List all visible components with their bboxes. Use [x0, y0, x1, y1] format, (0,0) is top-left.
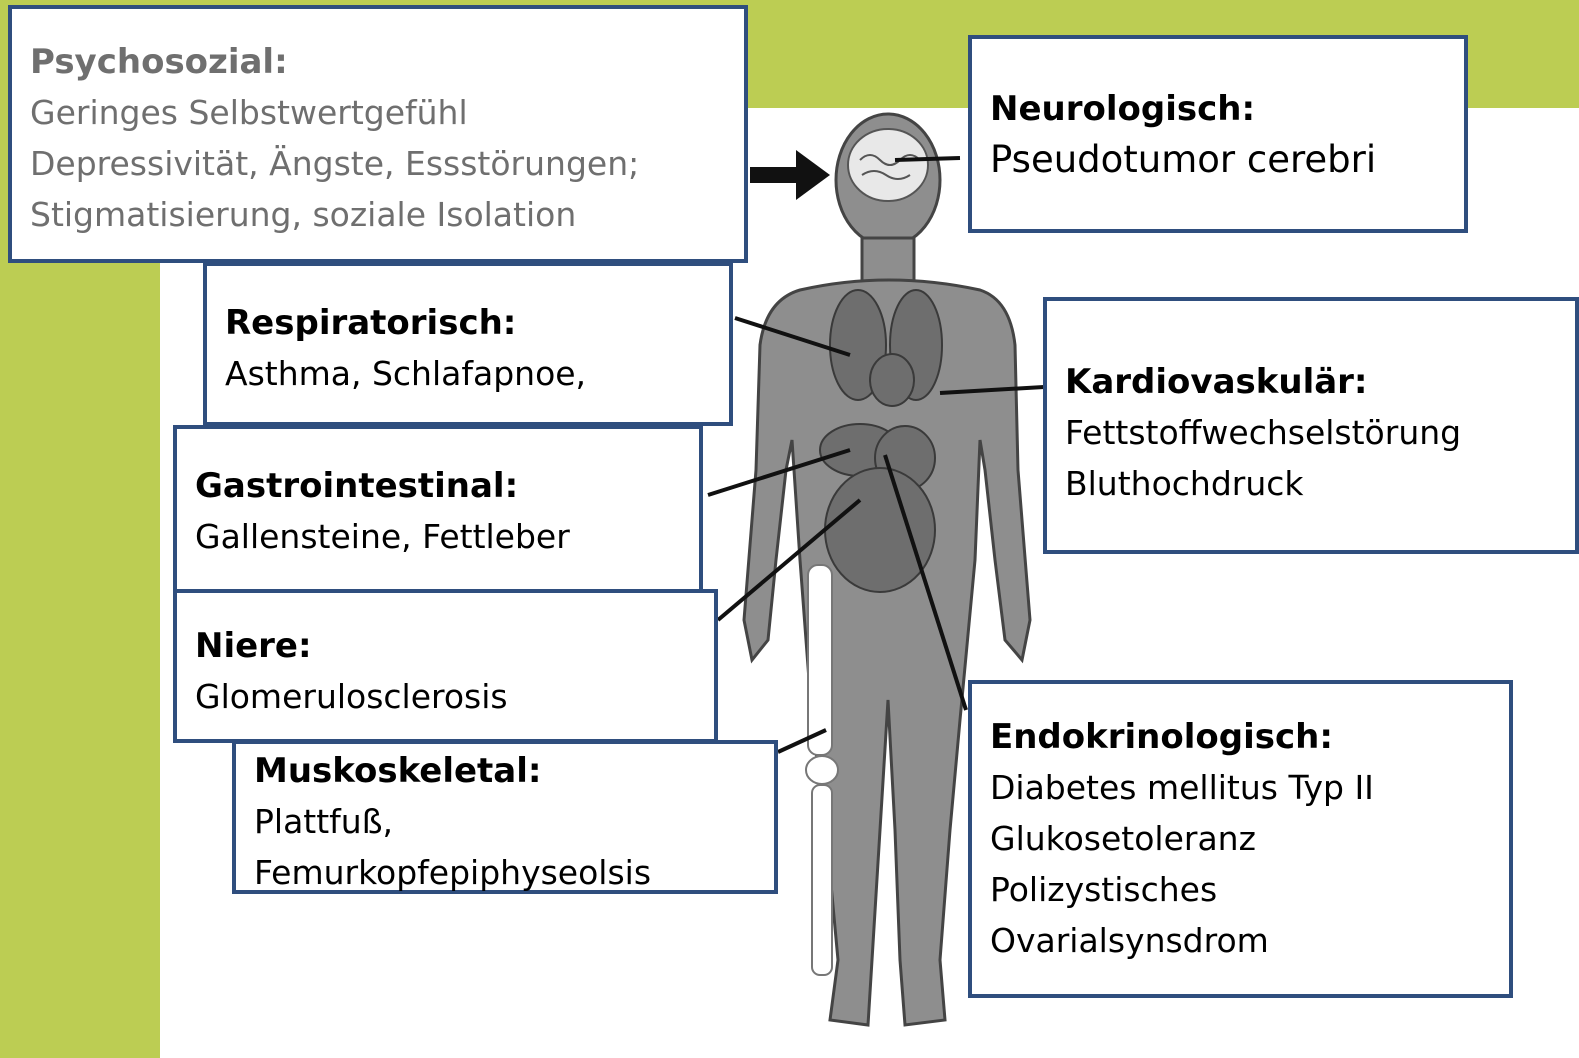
box-title: Respiratorisch:	[225, 298, 711, 348]
box-line: Glomerulosclerosis	[195, 671, 696, 722]
box-line: Femurkopfepiphyseolsis	[254, 847, 756, 898]
box-respiratorisch: Respiratorisch: Asthma, Schlafapnoe,	[203, 262, 733, 426]
box-title: Niere:	[195, 621, 696, 671]
box-line: Bluthochdruck	[1065, 458, 1557, 509]
box-line: Asthma, Schlafapnoe,	[225, 348, 711, 399]
intestines	[825, 468, 935, 592]
box-title: Neurologisch:	[990, 84, 1446, 134]
box-title: Kardiovaskulär:	[1065, 357, 1557, 407]
box-title: Gastrointestinal:	[195, 461, 681, 511]
box-neurologisch: Neurologisch: Pseudotumor cerebri	[968, 35, 1468, 233]
box-title: Muskoskeletal:	[254, 746, 756, 796]
box-gastrointestinal: Gastrointestinal: Gallensteine, Fettlebe…	[173, 425, 703, 593]
box-title: Psychosozial:	[30, 37, 726, 87]
heart	[870, 354, 914, 406]
box-niere: Niere: Glomerulosclerosis	[173, 589, 718, 743]
box-line: Geringes Selbstwertgefühl	[30, 87, 726, 138]
box-kardiovaskulaer: Kardiovaskulär: Fettstoffwechselstörung …	[1043, 297, 1579, 554]
box-line: Glukosetoleranz	[990, 813, 1491, 864]
box-muskoskeletal: Muskoskeletal: Plattfuß, Femurkopfepiphy…	[232, 740, 778, 894]
box-psychosozial: Psychosozial: Geringes Selbstwertgefühl …	[8, 5, 748, 263]
box-line: Stigmatisierung, soziale Isolation	[30, 189, 726, 240]
box-line: Pseudotumor cerebri	[990, 134, 1446, 185]
box-title: Endokrinologisch:	[990, 712, 1491, 762]
box-line: Ovarialsynsdrom	[990, 915, 1491, 966]
organs	[820, 290, 942, 592]
box-line: Gallensteine, Fettleber	[195, 511, 681, 562]
box-line: Depressivität, Ängste, Essstörungen;	[30, 138, 726, 189]
box-endokrinologisch: Endokrinologisch: Diabetes mellitus Typ …	[968, 680, 1513, 998]
box-line: Fettstoffwechselstörung	[1065, 407, 1557, 458]
box-line: Polizystisches	[990, 864, 1491, 915]
arrow-icon	[750, 150, 830, 200]
box-line: Plattfuß,	[254, 796, 756, 847]
brain	[848, 129, 928, 201]
box-line: Diabetes mellitus Typ II	[990, 762, 1491, 813]
